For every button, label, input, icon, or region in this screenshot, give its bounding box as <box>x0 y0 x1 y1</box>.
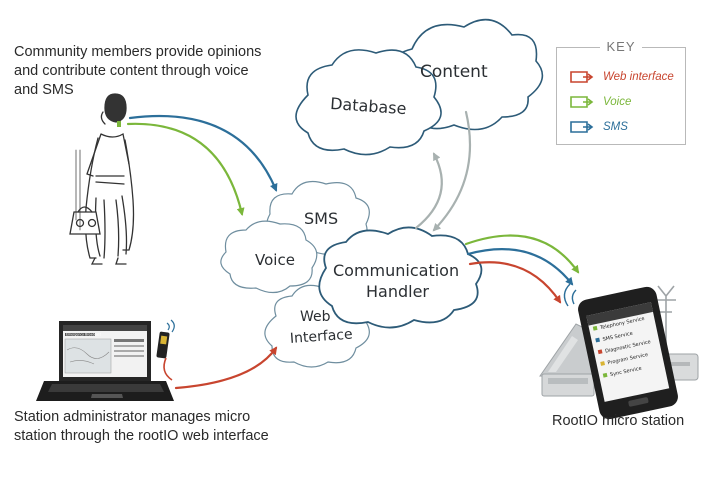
cloud-database <box>295 49 442 156</box>
key-label-sms: SMS <box>603 121 628 133</box>
cloud-label-communication: Communication <box>333 261 459 280</box>
cloud-communication-handler <box>318 226 483 329</box>
cloud-label-sms: SMS <box>304 209 338 228</box>
cloud-voice <box>220 220 318 294</box>
web-interface-arrow-icon <box>570 71 594 83</box>
community-members-caption: Community members provide opinions and c… <box>14 44 262 98</box>
gray-arrow-content-to-handler <box>432 110 472 232</box>
cloud-label-web: Web <box>300 309 331 325</box>
key-label-web-interface: Web interface <box>603 71 674 83</box>
laptop-illustration: Emergency Broadcast <box>36 319 175 401</box>
cloud-label-voice: Voice <box>255 251 295 269</box>
sms-arrow-icon <box>570 121 594 133</box>
key-item-sms: SMS <box>569 119 628 135</box>
sms-arrow-handler-to-phone <box>466 248 574 286</box>
sms-arrow-person-to-sms <box>128 114 278 192</box>
arrows <box>126 110 580 390</box>
voice-arrow-handler-to-phone <box>464 234 580 274</box>
key-legend: KEY Web interface Voice SMS <box>556 39 686 145</box>
cloud-label-handler: Handler <box>366 282 429 301</box>
community-member-illustration <box>69 93 135 265</box>
gray-arrow-handler-to-database <box>414 152 443 230</box>
cloud-label-interface: Interface <box>289 327 353 347</box>
rootio-micro-station-caption: RootIO micro station <box>552 413 685 429</box>
key-title: KEY <box>600 39 642 54</box>
station-admin-caption: Station administrator manages micro stat… <box>14 409 269 444</box>
key-label-voice: Voice <box>603 96 632 108</box>
rootio-station-illustration: Telephony Service SMS Service Diagnostic… <box>539 283 699 420</box>
cloud-label-content: Content <box>420 62 488 82</box>
voice-arrow-person-to-voice <box>126 122 245 216</box>
voice-arrow-icon <box>570 96 594 108</box>
key-item-web-interface: Web interface <box>569 69 674 85</box>
laptop-screen-title: Emergency Broadcast <box>66 333 102 337</box>
web-arrow-laptop-to-web <box>174 346 278 390</box>
key-item-voice: Voice <box>569 94 631 110</box>
web-arrow-handler-to-phone <box>468 261 562 304</box>
